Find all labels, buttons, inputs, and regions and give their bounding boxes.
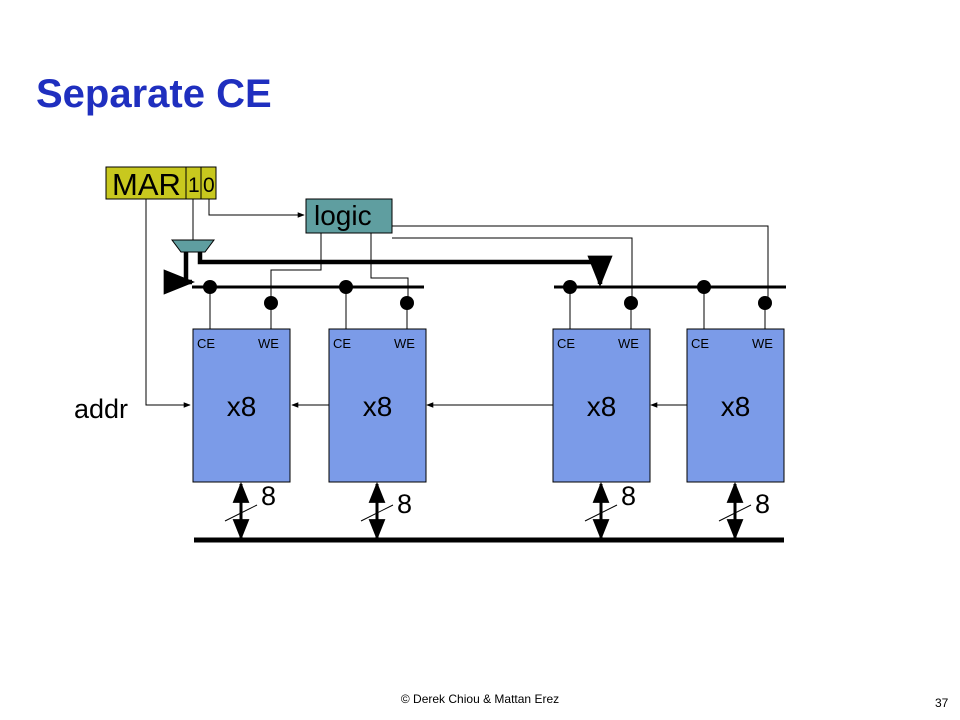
chip-body-1 (192, 328, 291, 483)
chip-label-1: x8 (227, 391, 257, 422)
logic-box (305, 198, 393, 234)
chip-width-label-4: 8 (755, 489, 770, 519)
chip-label-3: x8 (587, 391, 617, 422)
bit0-to-logic-wire (208, 199, 305, 218)
logic-label: logic (314, 200, 372, 231)
logic-we-wire-3 (392, 237, 633, 302)
chip-we-label-4: WE (752, 336, 773, 351)
chip-body-4 (686, 328, 785, 483)
memory-chips: CE WE x8 8 CE WE x8 8 CE WE x8 8 CE WE x8 8 (192, 280, 785, 541)
mar-box (105, 166, 187, 200)
mux-trapezoid (171, 239, 215, 253)
mar-register: MAR 1 0 (105, 166, 217, 202)
we-node-2 (400, 296, 414, 310)
memory-chip-4: CE WE x8 8 (686, 280, 785, 541)
chip-body-3 (552, 328, 651, 483)
mux-output-bus (197, 252, 613, 288)
ce-node-1 (203, 280, 217, 294)
ce-node-4 (697, 280, 711, 294)
chip-we-label-1: WE (258, 336, 279, 351)
memory-chip-1: CE WE x8 8 (192, 280, 291, 541)
addr-label: addr (74, 394, 128, 424)
mux-output-left (163, 252, 196, 295)
width-slash-4 (718, 504, 752, 522)
memory-chip-3: CE WE x8 8 (552, 280, 651, 541)
chip-ce-label-3: CE (557, 336, 575, 351)
page-number: 37 (935, 696, 949, 710)
width-slash-3 (584, 504, 618, 522)
chip-label-2: x8 (363, 391, 393, 422)
chip-ce-label-1: CE (197, 336, 215, 351)
addr-wire (145, 199, 191, 408)
memory-chip-2: CE WE x8 8 (328, 280, 427, 541)
we-node-1 (264, 296, 278, 310)
chip-label-4: x8 (721, 391, 751, 422)
chip-body-2 (328, 328, 427, 483)
mar-label: MAR (112, 167, 181, 202)
logic-block: logic (305, 198, 393, 234)
chip-ce-label-4: CE (691, 336, 709, 351)
we-node-4 (758, 296, 772, 310)
chip-we-label-3: WE (618, 336, 639, 351)
footer-credit: © Derek Chiou & Mattan Erez (401, 692, 559, 706)
chip-ce-label-2: CE (333, 336, 351, 351)
logic-we-wire-1 (270, 233, 322, 302)
ce-node-3 (563, 280, 577, 294)
chip-width-label-2: 8 (397, 489, 412, 519)
chip-width-label-3: 8 (621, 481, 636, 511)
logic-we-wire-4 (392, 225, 769, 302)
slide-title: Separate CE (36, 72, 272, 116)
chip-we-label-2: WE (394, 336, 415, 351)
mar-bit1-label: 1 (188, 174, 200, 197)
we-node-3 (624, 296, 638, 310)
width-slash-2 (360, 504, 394, 522)
logic-we-wire-2 (370, 233, 409, 302)
chip-width-label-1: 8 (261, 481, 276, 511)
ce-node-2 (339, 280, 353, 294)
mar-bit0-label: 0 (203, 174, 215, 197)
width-slash-1 (224, 504, 258, 522)
